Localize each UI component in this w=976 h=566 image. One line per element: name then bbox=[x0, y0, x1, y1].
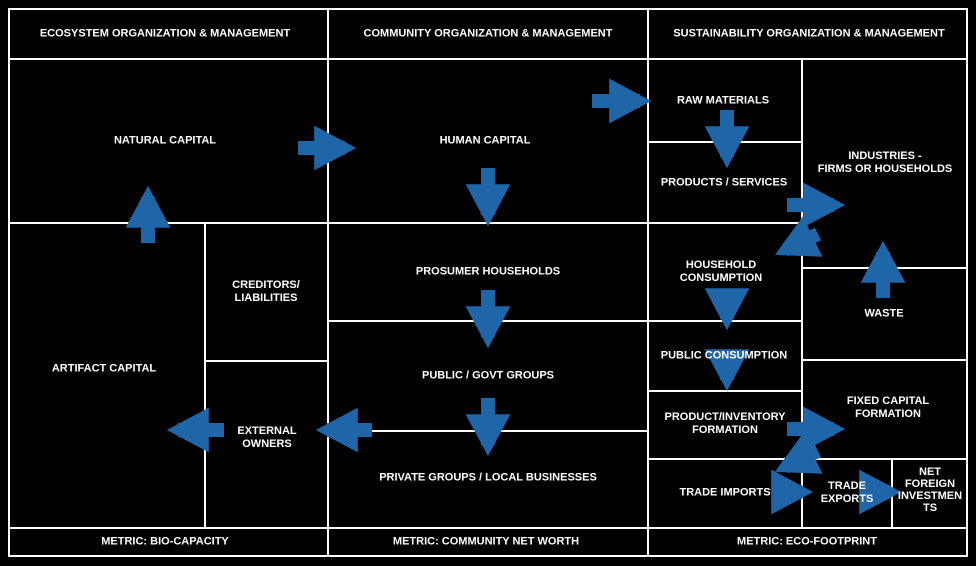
natural-capital-label: NATURAL CAPITAL bbox=[113, 134, 217, 147]
industries-label: INDUSTRIES -FIRMS OR HOUSEHOLDS bbox=[817, 150, 953, 175]
human-capital-label: HUMAN CAPITAL bbox=[439, 134, 531, 147]
creditors-liabilities-label: CREDITORS/LIABILITIES bbox=[232, 279, 300, 304]
products-services-label: PRODUCTS / SERVICES bbox=[660, 176, 788, 189]
private-groups-label: PRIVATE GROUPS / LOCAL BUSINESSES bbox=[379, 471, 597, 484]
artifact-capital-label: ARTIFACT CAPITAL bbox=[51, 362, 157, 375]
metric-bio-capacity: METRIC: BIO-CAPACITY bbox=[101, 535, 229, 548]
header-community: COMMUNITY ORGANIZATION & MANAGEMENT bbox=[363, 27, 613, 40]
header-ecosystem: ECOSYSTEM ORGANIZATION & MANAGEMENT bbox=[39, 27, 291, 40]
raw-materials-label: RAW MATERIALS bbox=[676, 94, 770, 107]
arrow-fixed-to-imports bbox=[774, 433, 823, 474]
public-consumption-label: PUBLIC CONSUMPTION bbox=[660, 349, 788, 362]
prosumer-households-label: PROSUMER HOUSEHOLDS bbox=[415, 265, 561, 278]
metric-community-net-worth: METRIC: COMMUNITY NET WORTH bbox=[392, 535, 580, 548]
trade-imports-label: TRADE IMPORTS bbox=[679, 486, 771, 499]
waste-label: WASTE bbox=[864, 307, 904, 320]
arrow-industries-to-household bbox=[774, 216, 823, 257]
metric-eco-footprint: METRIC: ECO-FOOTPRINT bbox=[737, 535, 877, 548]
public-govt-groups-label: PUBLIC / GOVT GROUPS bbox=[421, 369, 555, 382]
header-sustainability: SUSTAINABILITY ORGANIZATION & MANAGEMENT bbox=[673, 27, 945, 40]
